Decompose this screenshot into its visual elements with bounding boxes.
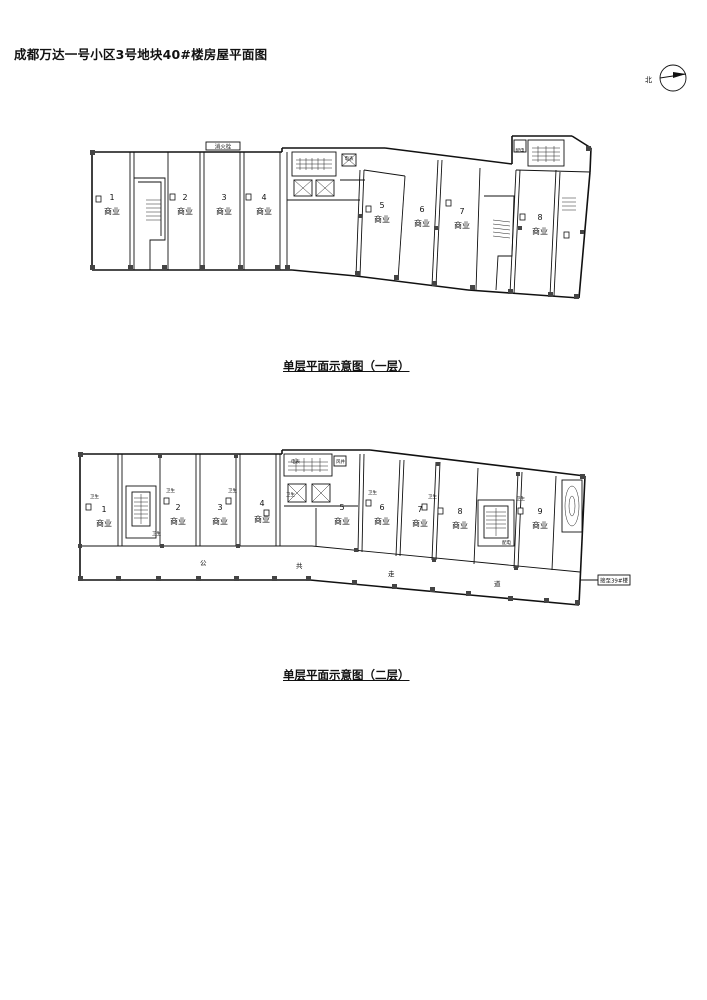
f2-unit-1-use: 商业 (96, 518, 112, 528)
floor-1-columns (90, 146, 591, 299)
floor-2-unit-2-stair (125, 485, 157, 539)
f2-unit-7-number: 7 (417, 505, 422, 514)
f2-unit-8-number: 8 (457, 507, 462, 516)
f2-tag-4: 卫生 (286, 491, 295, 498)
floor-2-fixtures (85, 497, 524, 517)
floor-2-core (283, 453, 358, 507)
f2-unit-3-use: 商业 (212, 516, 228, 526)
f1-unit-7-use: 商业 (454, 220, 470, 230)
floor-1-hydrant-box (205, 141, 241, 151)
f2-tag-7: 卫生 (428, 493, 437, 500)
f1-unit-1-number: 1 (109, 193, 114, 202)
f2-unit-9-number: 9 (537, 507, 542, 516)
f1-unit-8-use: 商业 (532, 226, 548, 236)
floor-1-core (291, 151, 357, 197)
floor-1-east-stair (513, 139, 565, 167)
floor-2-caption: 单层平面示意图（二层） (283, 668, 410, 682)
f2-unit-5-number: 5 (339, 503, 344, 512)
f2-unit-1-number: 1 (101, 505, 106, 514)
floor-2-unit-labels: 1 商业 2 商业 3 商业 4 商业 5 商业 6 商业 7 商业 8 商业 … (96, 499, 548, 530)
f2-unit-2-number: 2 (175, 503, 180, 512)
f2-unit-3-number: 3 (217, 503, 222, 512)
floor-2-outer-walls (79, 449, 586, 606)
f1-unit-2-use: 商业 (177, 206, 193, 216)
f1-unit-8-number: 8 (537, 213, 542, 222)
floor-2-corridor-label: 公 共 走 道 (200, 559, 501, 588)
floor-1-fixtures (95, 193, 570, 239)
f2-tag-5: 风井 (336, 458, 345, 465)
f2-unit-7-use: 商业 (412, 518, 428, 528)
f2-tag-meter: 电表 (291, 458, 300, 465)
floor-1-unit-labels: 1 商业 2 商业 3 商业 4 商业 5 商业 6 商业 7 商业 8 商业 … (104, 147, 548, 236)
corridor-char-4: 道 (494, 579, 501, 588)
f2-unit-8-use: 商业 (452, 520, 468, 530)
f2-unit-9-use: 商业 (532, 520, 548, 530)
floor-2-tags: 卫生 卫生 卫生 卫生 风井 卫生 卫生 卫生 卫生 电表 配电 (90, 458, 525, 546)
f2-tag-9: 卫生 (152, 530, 161, 537)
page-title: 成都万达一号小区3号地块40#楼房屋平面图 (14, 47, 268, 62)
corridor-char-3: 走 (388, 570, 395, 578)
f1-unit-7-number: 7 (459, 207, 464, 216)
floor-1-partitions (129, 152, 591, 297)
f1-unit-1-use: 商业 (104, 206, 120, 216)
f2-unit-5-use: 商业 (334, 516, 350, 526)
f2-tag-1: 卫生 (90, 493, 99, 500)
floor-2-corridor-line (80, 545, 581, 573)
floor-2-partitions (117, 453, 557, 571)
f1-unit-4-number: 4 (261, 193, 266, 202)
floor-1-unit-7-stair (484, 195, 515, 291)
f1-unit-4-use: 商业 (256, 206, 272, 216)
f1-unit-5-use: 商业 (374, 214, 390, 224)
corridor-char-2: 共 (296, 561, 303, 570)
f2-unit-4-number: 4 (259, 499, 264, 508)
floor-1-caption: 单层平面示意图（一层） (283, 359, 410, 373)
floor-2-unit-9-stair (561, 479, 583, 533)
f1-unit-3-number: 3 (221, 193, 226, 202)
connection-note-text: 接至39#楼 (600, 577, 629, 585)
f1-tag-power: 配电 (516, 147, 525, 154)
f2-tag-3: 卫生 (228, 487, 237, 494)
floor-2-columns (78, 452, 585, 605)
floor-1-unit-8-stair (562, 197, 576, 211)
f1-unit-5-number: 5 (379, 201, 384, 210)
floor-1-unit-2-stair (134, 177, 166, 270)
f1-unit-6-use: 商业 (414, 218, 430, 228)
f2-unit-6-use: 商业 (374, 516, 390, 526)
f2-unit-4-use: 商业 (254, 514, 270, 524)
f1-tag-meter: 电表 (345, 155, 354, 162)
f1-unit-3-use: 商业 (216, 206, 232, 216)
floor-2-connection-note: 接至39#楼 (580, 574, 631, 586)
f2-unit-2-use: 商业 (170, 516, 186, 526)
f1-unit-2-number: 2 (182, 193, 187, 202)
floor-2-unit-8-stair (477, 499, 515, 547)
f1-unit-6-number: 6 (419, 205, 424, 214)
f2-tag-2: 卫生 (166, 487, 175, 494)
floor-1-hydrant-label: 消火栓 (215, 143, 232, 151)
corridor-char-1: 公 (200, 559, 207, 567)
f2-tag-6: 卫生 (368, 489, 377, 496)
f2-tag-power: 配电 (502, 539, 511, 546)
f2-unit-6-number: 6 (379, 503, 384, 512)
f2-tag-8: 卫生 (516, 495, 525, 502)
